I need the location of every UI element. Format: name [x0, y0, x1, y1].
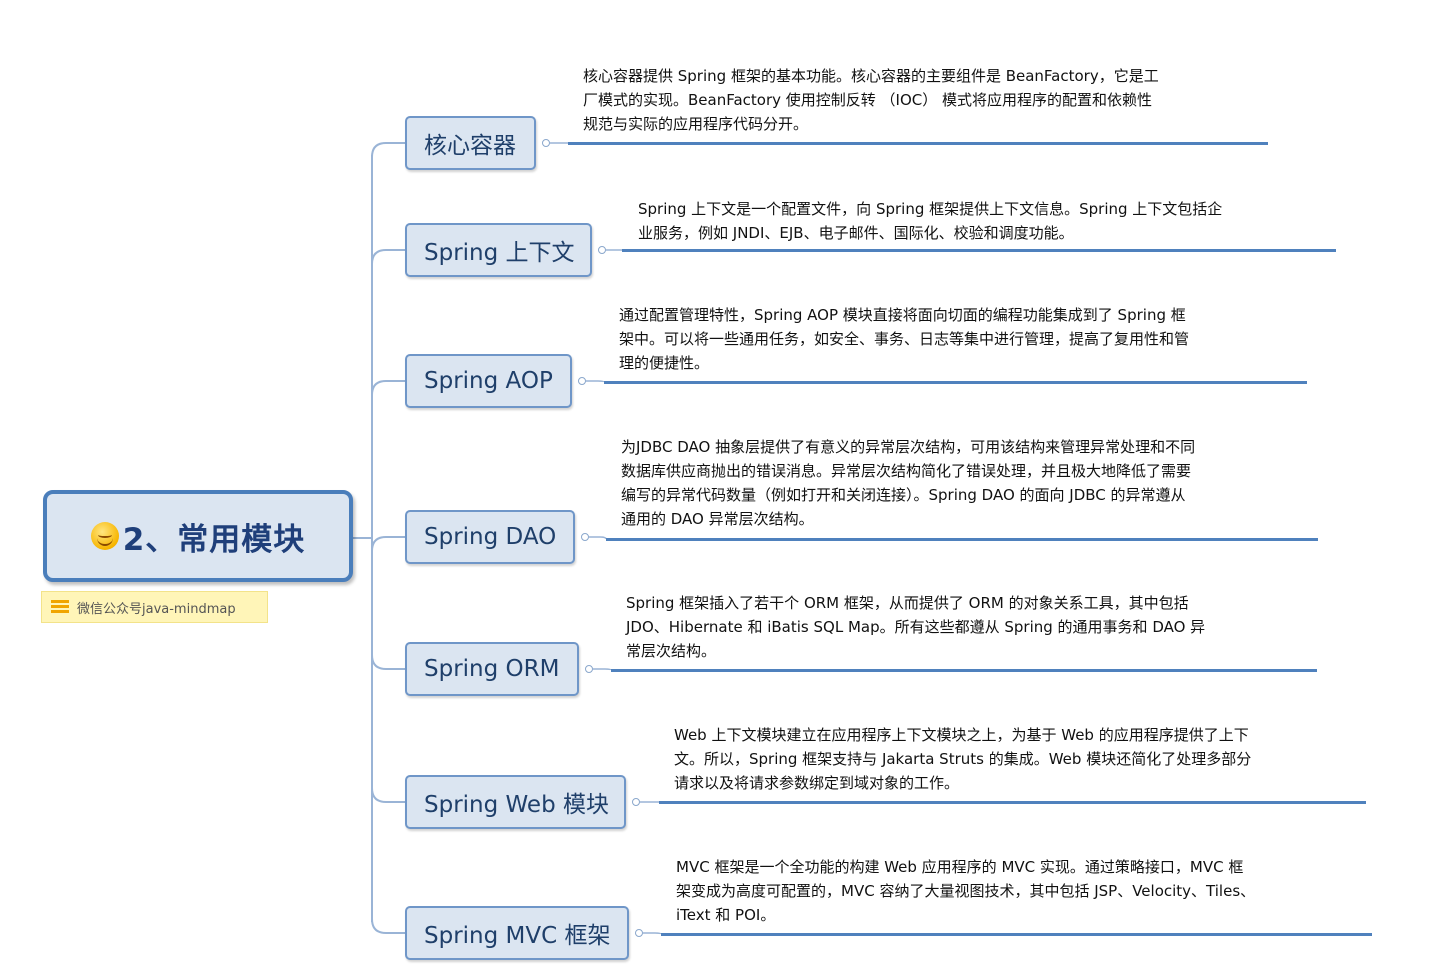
branch-connector [371, 536, 405, 552]
branch-connector [371, 142, 405, 158]
smiley-icon [90, 522, 119, 550]
description-line: MVC 框架是一个全功能的构建 Web 应用程序的 MVC 实现。通过策略接口，… [676, 858, 1244, 876]
description-text: Spring 上下文是一个配置文件，向 Spring 框架提供上下文信息。Spr… [638, 197, 1222, 245]
description-line: 业服务，例如 JNDI、EJB、电子邮件、国际化、校验和调度功能。 [638, 224, 1074, 242]
description-connector [643, 932, 662, 935]
description-line: 为JDBC DAO 抽象层提供了有意义的异常层次结构，可用该结构来管理异常处理和… [621, 438, 1196, 456]
topic-box[interactable]: Spring 上下文 [405, 223, 592, 277]
description-text: Spring 框架插入了若干个 ORM 框架，从而提供了 ORM 的对象关系工具… [626, 591, 1205, 663]
collapse-toggle-icon[interactable] [598, 246, 606, 254]
branch-connector [371, 380, 405, 396]
description-line: 通过配置管理特性，Spring AOP 模块直接将面向切面的编程功能集成到了 S… [619, 306, 1186, 324]
description-underline [661, 933, 1372, 936]
description-underline [659, 801, 1366, 804]
collapse-toggle-icon[interactable] [578, 377, 586, 385]
branch-connector [371, 787, 405, 803]
description-underline [622, 249, 1336, 252]
description-underline [611, 669, 1317, 672]
root-topic-title: 2、常用模块 [122, 521, 306, 558]
description-text: 核心容器提供 Spring 框架的基本功能。核心容器的主要组件是 BeanFac… [583, 64, 1159, 136]
description-text: 为JDBC DAO 抽象层提供了有意义的异常层次结构，可用该结构来管理异常处理和… [621, 435, 1195, 531]
description-line: Spring 框架插入了若干个 ORM 框架，从而提供了 ORM 的对象关系工具… [626, 594, 1189, 612]
topic-box[interactable]: Spring AOP [405, 354, 572, 408]
description-line: 数据库供应商抛出的错误消息。异常层次结构简化了错误处理，并且极大地降低了需要 [621, 462, 1192, 480]
description-line: 请求以及将请求参数绑定到域对象的工作。 [674, 774, 960, 792]
description-connector [593, 668, 612, 671]
collapse-toggle-icon[interactable] [542, 139, 550, 147]
branch-connector [371, 654, 405, 670]
description-line: Spring 上下文是一个配置文件，向 Spring 框架提供上下文信息。Spr… [638, 200, 1223, 218]
note-label-text: 微信公众号java-mindmap [77, 601, 236, 617]
description-line: 厂模式的实现。BeanFactory 使用控制反转 （IOC） 模式将应用程序的… [583, 91, 1153, 109]
description-line: iText 和 POI。 [676, 906, 776, 924]
description-connector [589, 536, 607, 540]
collapse-toggle-icon[interactable] [632, 798, 640, 806]
root-topic[interactable]: 2、常用模块 [43, 490, 353, 582]
description-line: 编写的异常代码数量（例如打开和关闭连接）。Spring DAO 的面向 JDBC… [621, 486, 1186, 504]
topic-box[interactable]: Spring ORM [405, 642, 579, 696]
description-text: MVC 框架是一个全功能的构建 Web 应用程序的 MVC 实现。通过策略接口，… [676, 855, 1255, 927]
description-line: 文。所以，Spring 框架支持与 Jakarta Struts 的集成。Web… [674, 750, 1252, 768]
description-line: 规范与实际的应用程序代码分开。 [583, 115, 809, 133]
description-line: 通用的 DAO 异常层次结构。 [621, 510, 814, 528]
topic-box[interactable]: Spring Web 模块 [405, 775, 626, 829]
description-line: 常层次结构。 [626, 642, 717, 660]
description-underline [604, 381, 1307, 384]
description-text: 通过配置管理特性，Spring AOP 模块直接将面向切面的编程功能集成到了 S… [619, 303, 1189, 375]
description-underline [568, 142, 1268, 145]
description-underline [606, 538, 1318, 541]
branch-connector [371, 918, 405, 934]
topic-box[interactable]: Spring DAO [405, 510, 575, 564]
description-line: 理的便捷性。 [619, 354, 710, 372]
collapse-toggle-icon[interactable] [635, 929, 643, 937]
description-line: 核心容器提供 Spring 框架的基本功能。核心容器的主要组件是 BeanFac… [583, 67, 1159, 85]
description-line: JDO、Hibernate 和 iBatis SQL Map。所有这些都遵从 S… [626, 618, 1206, 636]
collapse-toggle-icon[interactable] [581, 533, 589, 541]
description-line: 架变成为高度可配置的，MVC 容纳了大量视图技术，其中包括 JSP、Veloci… [676, 882, 1256, 900]
branch-connector [371, 249, 405, 265]
description-line: 架中。可以将一些通用任务，如安全、事务、日志等集中进行管理，提高了复用性和管 [619, 330, 1190, 348]
note-label[interactable]: 微信公众号java-mindmap [41, 591, 268, 623]
collapse-toggle-icon[interactable] [585, 665, 593, 673]
description-connector [586, 380, 605, 383]
topic-box[interactable]: 核心容器 [405, 116, 536, 170]
description-text: Web 上下文模块建立在应用程序上下文模块之上，为基于 Web 的应用程序提供了… [674, 723, 1251, 795]
description-line: Web 上下文模块建立在应用程序上下文模块之上，为基于 Web 的应用程序提供了… [674, 726, 1249, 744]
notes-icon [51, 600, 69, 614]
topic-box[interactable]: Spring MVC 框架 [405, 906, 629, 960]
